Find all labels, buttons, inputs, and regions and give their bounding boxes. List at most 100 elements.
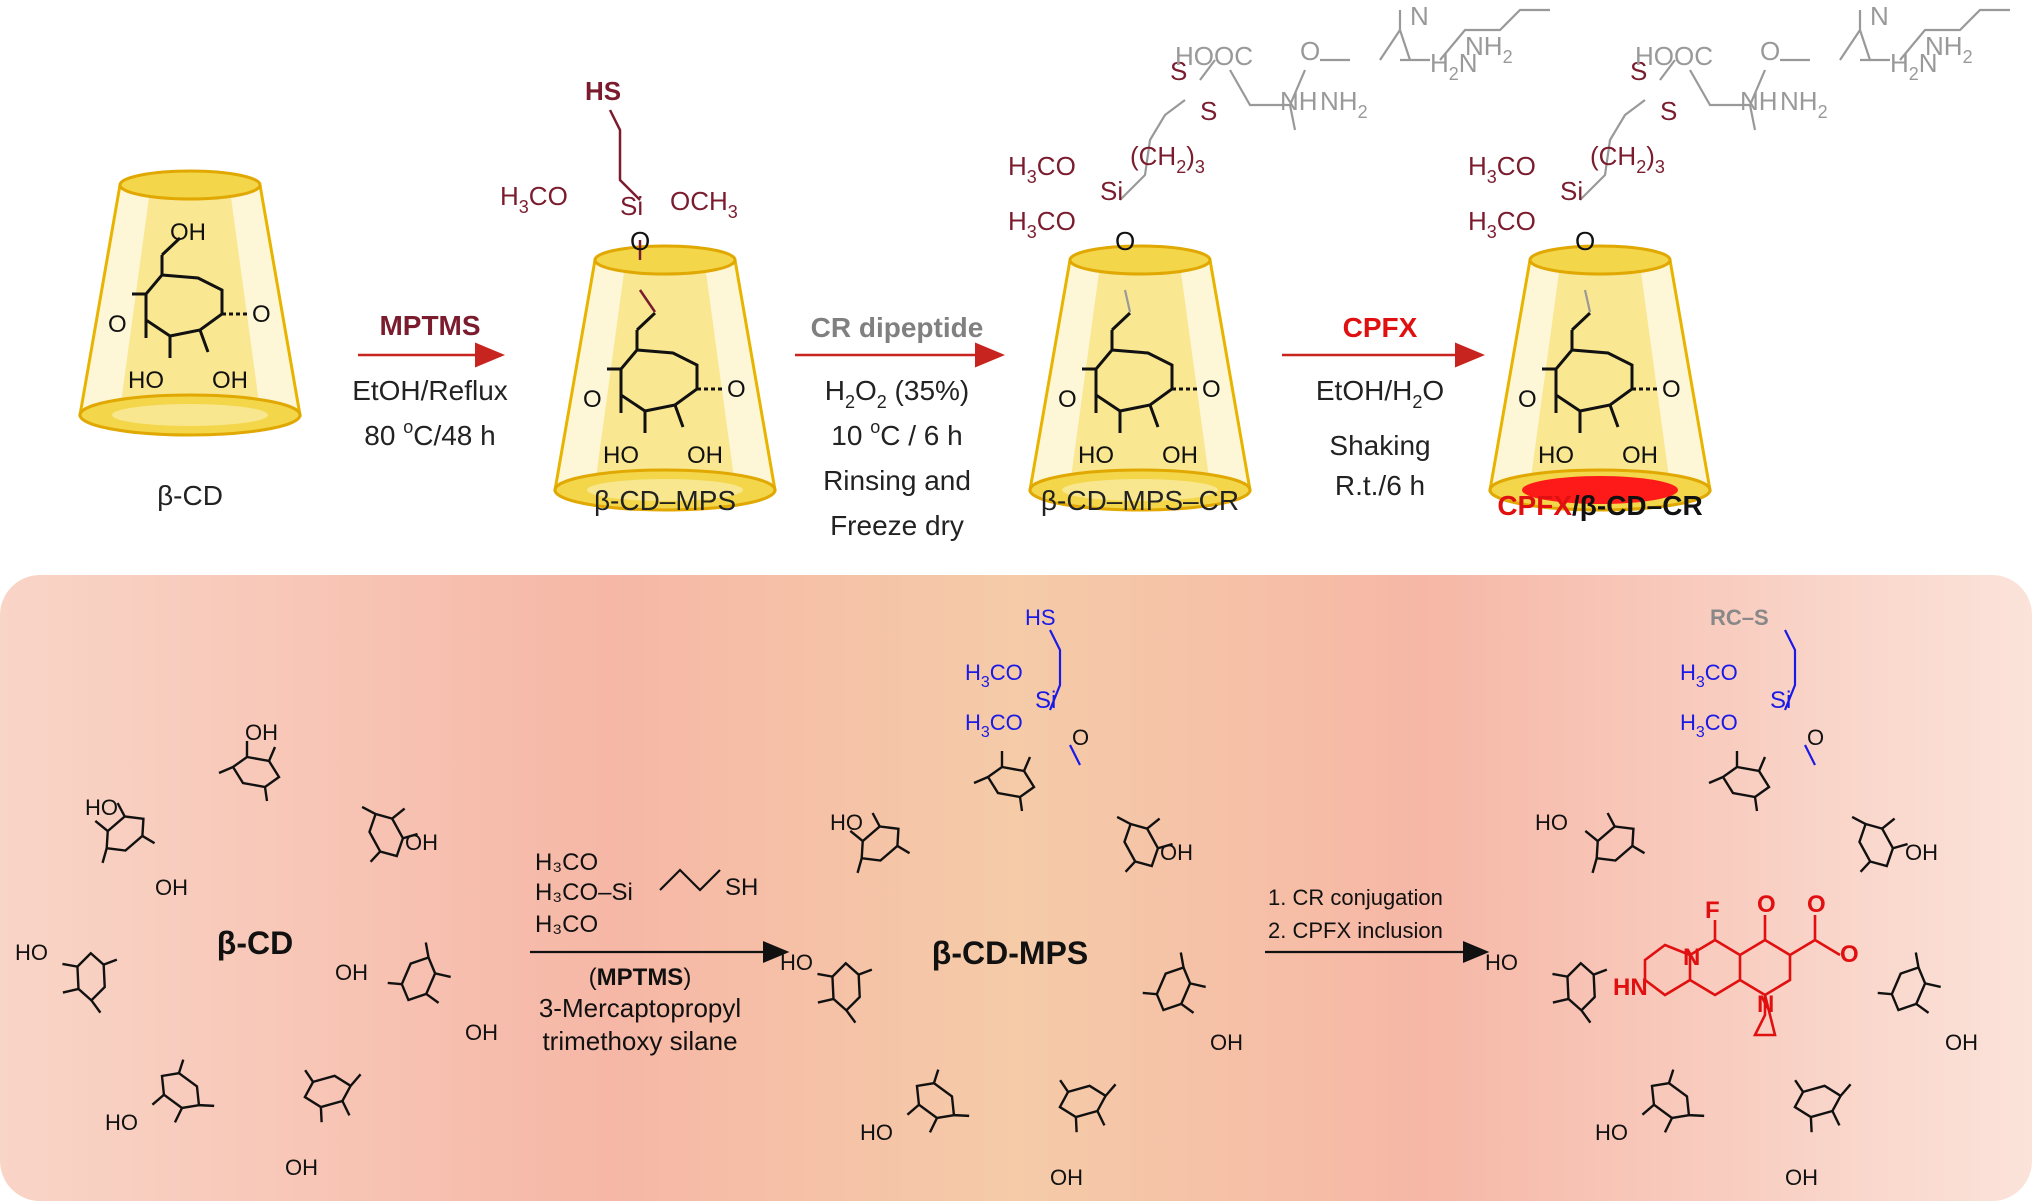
svg-text:N: N bbox=[1683, 944, 1700, 971]
svg-text:H3CO: H3CO bbox=[1008, 151, 1076, 187]
svg-text:O: O bbox=[1575, 226, 1595, 256]
svg-text:O: O bbox=[1807, 725, 1824, 750]
svg-text:H3CO: H3CO bbox=[500, 181, 568, 217]
svg-text:OH: OH bbox=[1210, 1030, 1243, 1055]
svg-text:O: O bbox=[727, 376, 746, 403]
svg-text:S: S bbox=[1200, 96, 1217, 126]
reagent-cpfx: CPFX bbox=[1343, 312, 1418, 343]
svg-text:HO: HO bbox=[1538, 442, 1574, 469]
condition-solvent: EtOH/H2O bbox=[1316, 375, 1444, 412]
condition-oxidant: H2O2 (35%) bbox=[825, 375, 970, 412]
svg-text:HO: HO bbox=[780, 950, 813, 975]
cone-cpfx-beta-cd-cr: O O HO OH bbox=[1488, 244, 1712, 512]
svg-text:H₃CO: H₃CO bbox=[535, 911, 598, 938]
svg-text:OH: OH bbox=[1050, 1165, 1083, 1190]
svg-text:OH: OH bbox=[1622, 442, 1658, 469]
svg-text:O: O bbox=[1662, 376, 1681, 403]
ho-label: HO bbox=[128, 367, 164, 394]
arrow-conjugation: 1. CR conjugation 2. CPFX inclusion bbox=[1265, 885, 1490, 963]
svg-text:H₃CO–Si: H₃CO–Si bbox=[535, 879, 633, 906]
o-label: O bbox=[108, 311, 127, 338]
cone-beta-cd: OH O O HO OH bbox=[78, 169, 302, 437]
svg-text:O: O bbox=[1807, 891, 1826, 918]
svg-text:HS: HS bbox=[585, 76, 621, 106]
condition-time: R.t./6 h bbox=[1335, 470, 1425, 501]
mptms-reagent: H₃CO H₃CO–Si H₃CO SH bbox=[535, 849, 758, 938]
cpfx-molecule: O O O F N N HN bbox=[1613, 891, 1859, 1037]
svg-text:S: S bbox=[1660, 96, 1677, 126]
condition-shaking: Shaking bbox=[1329, 430, 1430, 461]
condition-temperature: 10 oC / 6 h bbox=[831, 417, 962, 451]
svg-text:H2N: H2N bbox=[1430, 48, 1478, 84]
svg-text:HO: HO bbox=[105, 1110, 138, 1135]
svg-text:HO: HO bbox=[1485, 950, 1518, 975]
arrow-step2: CR dipeptide H2O2 (35%) 10 oC / 6 h Rins… bbox=[795, 312, 1005, 541]
bottom-scheme: β-CD OH HO OH HO OH HO OH OH OH H₃CO H₃C… bbox=[0, 575, 2032, 1201]
svg-text:OH: OH bbox=[1160, 840, 1193, 865]
svg-text:HO: HO bbox=[860, 1120, 893, 1145]
svg-text:OH: OH bbox=[245, 720, 278, 745]
o-label: O bbox=[252, 301, 271, 328]
reagent-mptms: MPTMS bbox=[379, 310, 480, 341]
product-label-beta-cd-mps: β-CD–MPS bbox=[594, 485, 736, 516]
svg-text:HO: HO bbox=[830, 810, 863, 835]
svg-text:HN: HN bbox=[1613, 974, 1648, 1001]
svg-text:Si: Si bbox=[1770, 687, 1791, 714]
svg-text:H3CO: H3CO bbox=[1468, 206, 1536, 242]
svg-text:HOOC: HOOC bbox=[1175, 41, 1253, 71]
svg-text:HOOC: HOOC bbox=[1635, 41, 1713, 71]
svg-text:S: S bbox=[1170, 56, 1187, 86]
svg-text:O: O bbox=[1757, 891, 1776, 918]
beta-cd-mps-macrocycle: β-CD-MPS HO OH HO OH HO OH bbox=[780, 749, 1243, 1190]
reagent-name-2: trimethoxy silane bbox=[542, 1026, 737, 1056]
svg-text:O: O bbox=[1115, 226, 1135, 256]
svg-text:N: N bbox=[1410, 1, 1429, 31]
step-cr-conjugation: 1. CR conjugation bbox=[1268, 885, 1443, 910]
svg-text:OH: OH bbox=[687, 442, 723, 469]
reagent-abbrev: (MPTMS) bbox=[589, 964, 692, 991]
product-label-cpfx-beta-cd-cr: CPFX/β-CD–CR bbox=[1497, 490, 1702, 521]
svg-text:OH: OH bbox=[335, 960, 368, 985]
svg-text:H2N: H2N bbox=[1890, 48, 1938, 84]
cr-linker: O Si H3CO H3CO (CH2)3 S S HOOC NH NH2 O … bbox=[1008, 1, 1550, 313]
svg-text:O: O bbox=[1058, 386, 1077, 413]
step-cpfx-inclusion: 2. CPFX inclusion bbox=[1268, 918, 1443, 943]
svg-text:S: S bbox=[1630, 56, 1647, 86]
svg-text:H₃CO: H₃CO bbox=[535, 849, 598, 876]
svg-text:OH: OH bbox=[285, 1155, 318, 1180]
svg-text:Si: Si bbox=[1560, 176, 1583, 206]
svg-text:H3CO: H3CO bbox=[1468, 151, 1536, 187]
svg-text:HO: HO bbox=[15, 940, 48, 965]
cone-beta-cd-mps: O O HO OH bbox=[553, 244, 777, 512]
reagent-cr-dipeptide: CR dipeptide bbox=[811, 312, 984, 343]
oh-label: OH bbox=[170, 219, 206, 246]
reagent-name-1: 3-Mercaptopropyl bbox=[539, 993, 741, 1023]
svg-text:Si: Si bbox=[1100, 176, 1123, 206]
svg-text:OH: OH bbox=[1905, 840, 1938, 865]
svg-text:O: O bbox=[1300, 36, 1320, 66]
svg-text:O: O bbox=[1072, 725, 1089, 750]
svg-text:O: O bbox=[1840, 941, 1859, 968]
top-scheme: OH O O HO OH β-CD MPTMS EtOH/Reflux 80 o… bbox=[78, 1, 2010, 541]
condition-rinsing: Rinsing and bbox=[823, 465, 971, 496]
svg-text:OH: OH bbox=[1945, 1030, 1978, 1055]
product-label-beta-cd: β-CD bbox=[157, 480, 223, 511]
product-label-beta-cd-mps-cr: β-CD–MPS–CR bbox=[1041, 485, 1239, 516]
svg-text:NH2: NH2 bbox=[1780, 86, 1828, 122]
svg-text:NH: NH bbox=[1280, 86, 1318, 116]
arrow-step1: MPTMS EtOH/Reflux 80 oC/48 h bbox=[352, 310, 508, 451]
svg-text:O: O bbox=[1202, 376, 1221, 403]
svg-text:OH: OH bbox=[465, 1020, 498, 1045]
svg-text:O: O bbox=[583, 386, 602, 413]
condition-freeze-dry: Freeze dry bbox=[830, 510, 964, 541]
svg-text:SH: SH bbox=[725, 874, 758, 901]
svg-text:H3CO: H3CO bbox=[1008, 206, 1076, 242]
svg-text:N: N bbox=[1757, 991, 1774, 1018]
svg-text:RC–S: RC–S bbox=[1710, 605, 1769, 630]
svg-text:NH2: NH2 bbox=[1925, 31, 1973, 67]
svg-text:N: N bbox=[1870, 1, 1889, 31]
svg-text:OH: OH bbox=[1162, 442, 1198, 469]
svg-text:HS: HS bbox=[1025, 605, 1056, 630]
svg-text:HO: HO bbox=[1595, 1120, 1628, 1145]
